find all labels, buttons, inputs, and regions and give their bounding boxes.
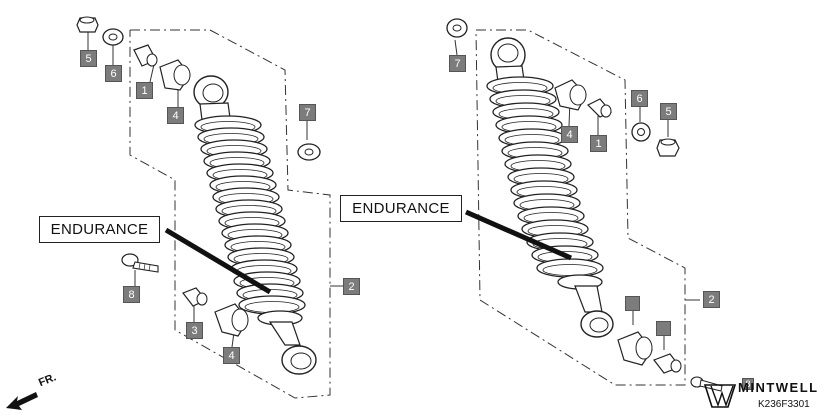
- callout-4-right: 4: [561, 126, 578, 143]
- right-shock-assembly: [446, 18, 723, 392]
- callout-5-right: 5: [660, 103, 677, 120]
- endurance-label-left: ENDURANCE: [39, 216, 160, 243]
- callout-7-right: 7: [449, 55, 466, 72]
- diagram-code: K236F3301: [758, 399, 810, 410]
- callout-6-right: 6: [631, 90, 648, 107]
- callout-3-left: 3: [186, 322, 203, 339]
- callout-2-left: 2: [343, 278, 360, 295]
- endurance-label-right: ENDURANCE: [340, 195, 462, 222]
- callout-8-right: 8: [742, 378, 754, 390]
- callout-5-left: 5: [80, 50, 97, 67]
- callout-7-left: 7: [299, 104, 316, 121]
- left-shock-assembly: [76, 16, 343, 399]
- front-arrow-icon: [6, 392, 38, 410]
- callout-4-left-top: 4: [167, 107, 184, 124]
- mintwell-logo-icon: [703, 384, 737, 408]
- callout-1-left: 1: [136, 82, 153, 99]
- marker-square-collar: [656, 321, 671, 336]
- marker-square-bush: [625, 296, 640, 311]
- callout-6-left: 6: [105, 65, 122, 82]
- callout-2-right: 2: [703, 291, 720, 308]
- callout-4-left-bottom: 4: [223, 347, 240, 364]
- callout-1-right: 1: [590, 135, 607, 152]
- watermark-name: MINTWELL: [738, 380, 819, 395]
- callout-8-left: 8: [123, 286, 140, 303]
